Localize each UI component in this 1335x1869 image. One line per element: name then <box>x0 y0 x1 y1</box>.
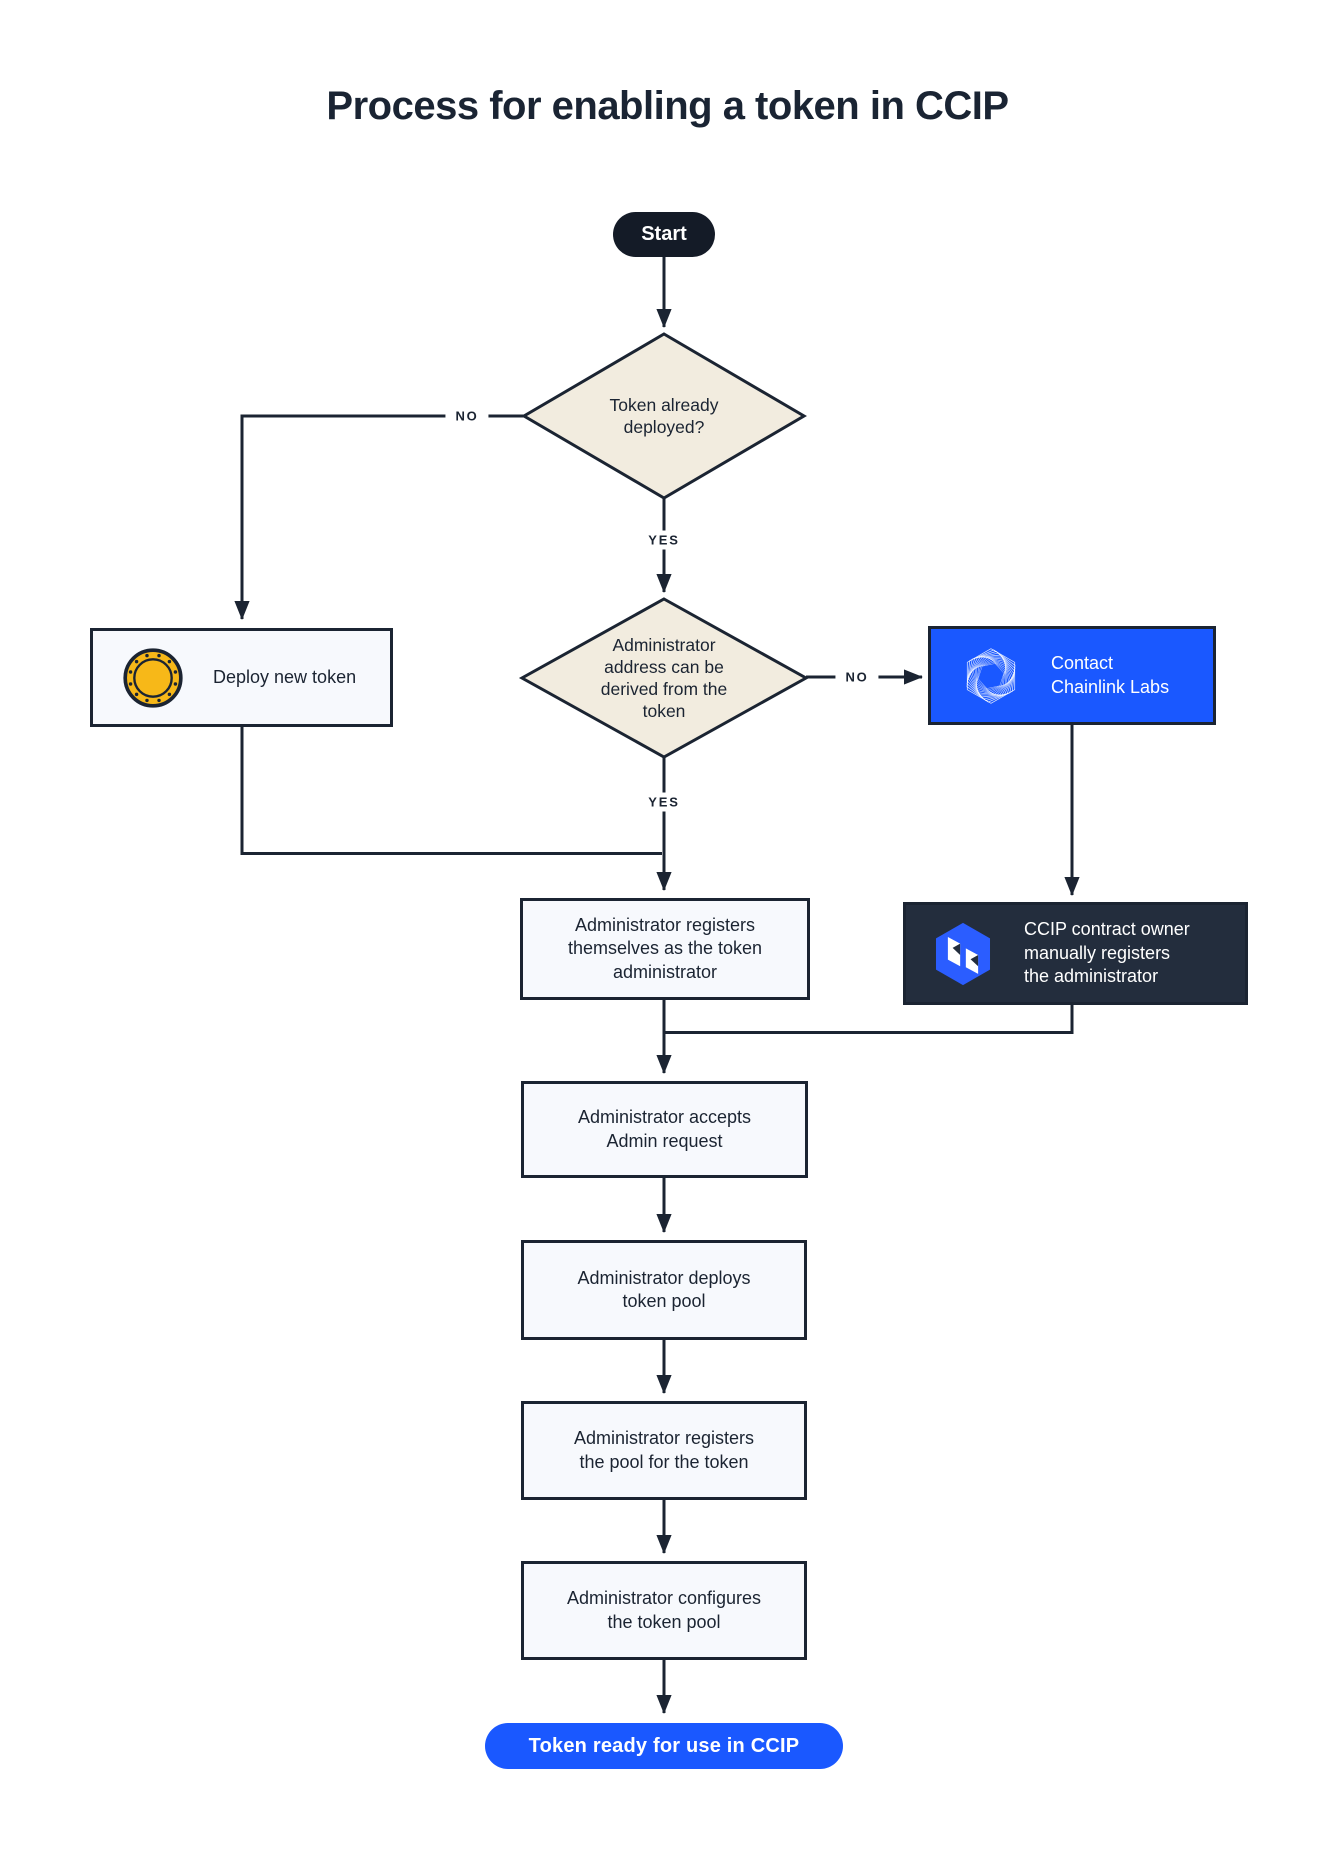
ccip-owner-registers-node: CCIP contract owner manually registers t… <box>903 902 1248 1005</box>
admin-registers-pool-node: Administrator registers the pool for the… <box>521 1401 807 1500</box>
token-ready-node: Token ready for use in CCIP <box>485 1723 843 1769</box>
token-ready-label: Token ready for use in CCIP <box>528 1734 800 1757</box>
contact-chainlink-labs-label: Contact Chainlink Labs <box>1051 653 1170 697</box>
deploy-new-token-label: Deploy new token <box>213 666 357 687</box>
start-label: Start <box>641 223 687 245</box>
admin-deploys-pool-node: Administrator deploys token pool <box>521 1240 807 1340</box>
admin-registers-pool-label: Administrator registers the pool for the… <box>573 1428 755 1472</box>
admin-registers-self-label: Administrator registers themselves as th… <box>567 914 763 982</box>
edge-label-no-admin-derivable: NO <box>835 667 879 687</box>
decision-token-deployed-shape <box>521 332 807 500</box>
admin-accepts-request-node: Administrator accepts Admin request <box>521 1081 808 1178</box>
edge-label-yes-admin-derivable: YES <box>638 792 690 812</box>
admin-deploys-pool-label: Administrator deploys token pool <box>577 1267 751 1311</box>
edge-label-no-token-deployed: NO <box>445 406 489 426</box>
decision-admin-derivable-shape <box>518 597 810 759</box>
deploy-new-token-node: Deploy new token <box>90 628 393 727</box>
admin-registers-self-node: Administrator registers themselves as th… <box>520 898 810 1000</box>
edge-label-yes-token-deployed: YES <box>638 530 690 550</box>
decision-admin-derivable-label: Administrator address can be derived fro… <box>600 634 728 722</box>
decision-token-deployed-label: Token already deployed? <box>609 394 719 437</box>
chainlink-labs-icon <box>963 645 1019 706</box>
start-node: Start <box>613 212 715 257</box>
coin-icon <box>123 647 183 708</box>
contact-chainlink-labs-node: Contact Chainlink Labs <box>928 626 1216 725</box>
edge-ccip-join <box>665 1005 1074 1034</box>
edge-deploy-join <box>240 727 662 855</box>
page-title: Process for enabling a token in CCIP <box>326 84 1009 128</box>
ccip-owner-registers-label: CCIP contract owner manually registers t… <box>1024 919 1190 987</box>
admin-accepts-request-label: Administrator accepts Admin request <box>577 1107 752 1151</box>
edge-decision1-no <box>234 414 524 620</box>
admin-configures-pool-label: Administrator configures the token pool <box>566 1588 762 1632</box>
ccip-icon <box>935 922 991 985</box>
admin-configures-pool-node: Administrator configures the token pool <box>521 1561 807 1660</box>
